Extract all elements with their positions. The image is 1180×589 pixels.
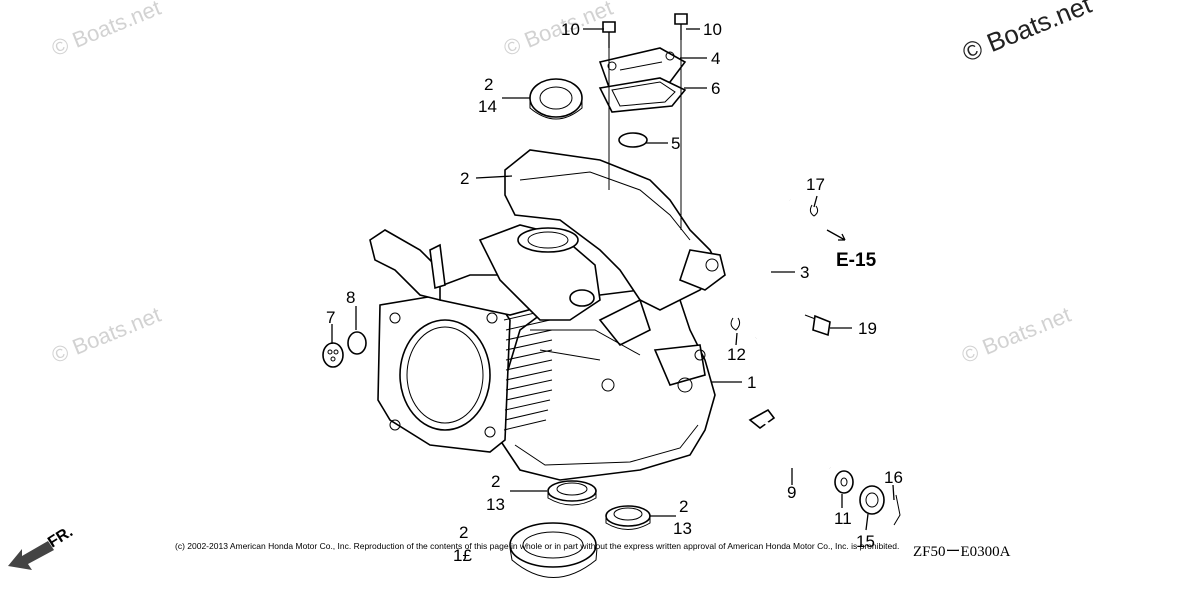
callout-8: 8 [346, 288, 355, 307]
front-arrow-icon [8, 541, 54, 570]
bearing-part [509, 522, 598, 578]
callout-17: 17 [806, 175, 825, 194]
callout-2: 2 [491, 472, 500, 491]
callout-2: 2 [484, 75, 493, 94]
callout-11: 11 [834, 509, 852, 528]
callout-5: 5 [671, 134, 680, 153]
callout-16: 16 [884, 468, 903, 487]
plug-part [347, 331, 367, 355]
oil-filler-pipe-part [748, 408, 832, 470]
callout-12: 12 [727, 345, 746, 364]
bearing-part [605, 505, 651, 530]
clamp-part [809, 204, 819, 217]
diagram-code: ZF50ーE0300A [913, 544, 1011, 560]
callout-2: 2 [460, 169, 469, 188]
cylinder-barrel-part [369, 149, 726, 481]
pin-part [893, 494, 901, 526]
callout-19: 19 [858, 319, 877, 338]
callout-10: 10 [703, 20, 722, 39]
washer-part [834, 470, 854, 494]
bolt-part [674, 13, 688, 40]
callout-2: 2 [679, 497, 688, 516]
callout-6: 6 [711, 79, 720, 98]
bolt-part [804, 314, 831, 337]
breather-tube-part [754, 196, 791, 340]
arrow-icon [826, 229, 846, 241]
callout-7: 7 [326, 308, 335, 327]
callout-3: 3 [800, 263, 809, 282]
oil-seal-part [859, 485, 885, 515]
cap-part [322, 342, 344, 368]
copyright-notice: (c) 2002-2013 American Honda Motor Co., … [175, 541, 900, 551]
callout-18: 1£ [453, 546, 472, 565]
callout-1: 1 [747, 373, 756, 392]
callout-13: 13 [673, 519, 692, 538]
callout-9: 9 [787, 483, 796, 502]
callout-10: 10 [561, 20, 580, 39]
callout-15: 15 [856, 532, 875, 551]
callout-13: 13 [486, 495, 505, 514]
clamp-part [730, 317, 741, 331]
reed-valve-part [618, 132, 648, 148]
callout-2: 2 [459, 523, 468, 542]
bearing-part [547, 480, 597, 506]
leader-lines [331, 28, 895, 531]
reference-e15: E-15 [836, 250, 877, 271]
oil-seal-part [529, 78, 583, 120]
callout-4: 4 [711, 49, 720, 68]
callout-14: 14 [478, 97, 497, 116]
bolt-part [602, 21, 616, 48]
breather-gasket-part [598, 77, 687, 113]
